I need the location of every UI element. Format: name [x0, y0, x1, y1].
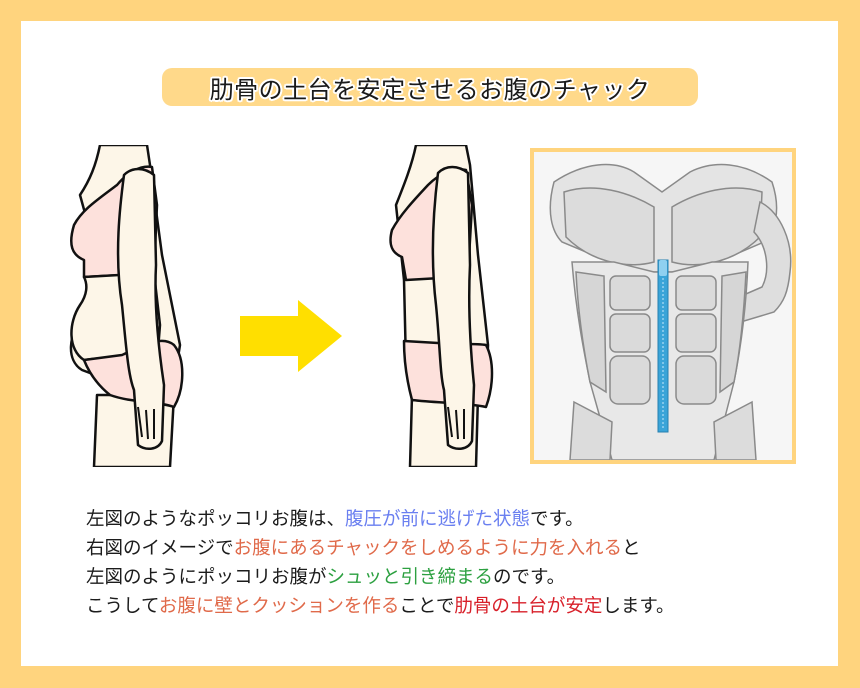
text: ことで: [399, 596, 455, 617]
text: 右図のイメージで: [86, 538, 234, 559]
text: します。: [602, 596, 675, 617]
highlight-orange-text: お腹にあるチャックをしめるように力を入れる: [233, 538, 622, 559]
text: こうして: [86, 596, 159, 617]
right-arrow-icon: [240, 300, 344, 378]
page-title: 肋骨の土台を安定させるお腹のチャック: [209, 75, 651, 104]
text: 左図のようなポッコリお腹は、: [86, 509, 346, 530]
text: と: [621, 538, 641, 559]
description-line-1: 左図のようなポッコリお腹は、腹圧が前に逃げた状態です。: [86, 505, 675, 534]
zipper-icon: [657, 259, 669, 433]
after-figure: [378, 145, 498, 467]
description: 左図のようなポッコリお腹は、腹圧が前に逃げた状態です。 右図のイメージでお腹にあ…: [86, 505, 675, 621]
description-line-4: こうしてお腹に壁とクッションを作ることで肋骨の土台が安定します。: [86, 592, 675, 621]
anatomy-zipper-image: [530, 148, 796, 464]
highlight-green-text: シュッと引き締まる: [326, 567, 494, 588]
description-line-3: 左図のようにポッコリお腹がシュッと引き締まるのです。: [86, 563, 675, 592]
highlight-orange-text: お腹に壁とクッションを作る: [158, 596, 400, 617]
before-figure: [62, 145, 212, 467]
text: のです。: [493, 567, 566, 588]
title-banner: 肋骨の土台を安定させるお腹のチャック: [162, 68, 698, 106]
description-line-2: 右図のイメージでお腹にあるチャックをしめるように力を入れると: [86, 534, 675, 563]
highlight-red-text: 肋骨の土台が安定: [454, 596, 603, 617]
highlight-blue-text: 腹圧が前に逃げた状態: [345, 509, 531, 530]
text: 左図のようにポッコリお腹が: [86, 567, 327, 588]
text: です。: [530, 509, 584, 530]
